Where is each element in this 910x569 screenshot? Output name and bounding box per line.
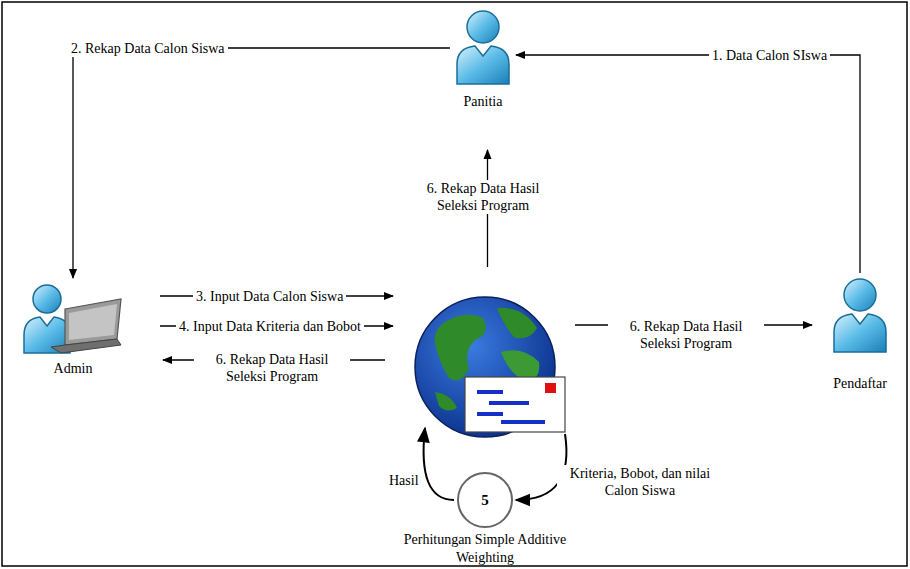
edge-label: 6. Rekap Data Hasil Seleksi Program (405, 180, 561, 214)
edge-label: Hasil (386, 472, 422, 489)
actor-panitia: Panitia (443, 8, 523, 110)
node-icon (443, 8, 523, 86)
node-icon (18, 283, 128, 355)
edge-label: 6. Rekap Data Hasil Seleksi Program (194, 351, 350, 385)
node-label: Pendaftar (815, 376, 905, 392)
edge-label: 2. Rekap Data Calon Siswa (68, 40, 228, 57)
node-label: Perhitungan Simple Additive Weighting (390, 531, 580, 567)
edge-label: 4. Input Data Kriteria dan Bobot (176, 318, 364, 335)
system-globe (405, 282, 570, 442)
edge-label: 3. Input Data Calon Siswa (193, 288, 346, 305)
edge-label: Kriteria, Bobot, dan nilai Calon Siswa (557, 465, 723, 499)
node-label: Panitia (443, 94, 523, 110)
connector (424, 428, 454, 500)
edge-label: 1. Data Calon SIswa (709, 47, 830, 64)
node-icon (405, 282, 570, 442)
connector (516, 55, 860, 273)
node-icon (815, 276, 905, 354)
edge-label: 6. Rekap Data Hasil Seleksi Program (608, 318, 764, 352)
node-label: Admin (18, 361, 128, 377)
actor-pendaftar: Pendaftar (815, 276, 905, 392)
actor-admin: Admin (18, 283, 128, 377)
connector (73, 48, 450, 278)
